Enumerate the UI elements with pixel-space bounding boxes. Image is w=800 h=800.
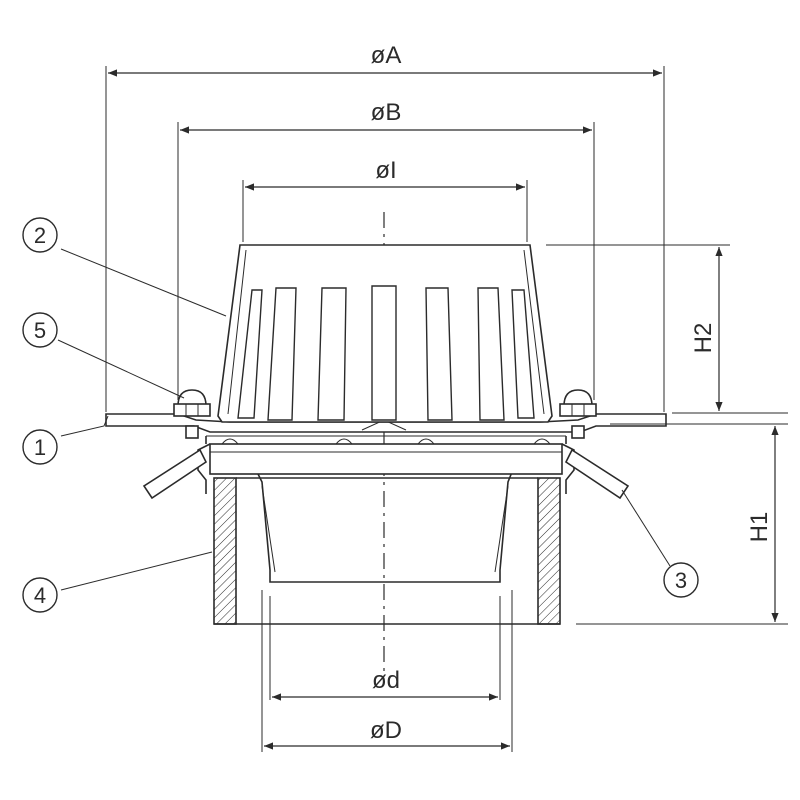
outlet-pipe-wall-right <box>537 477 561 625</box>
dim-label-H1: H1 <box>746 512 773 543</box>
gravel-guard-inner-edge <box>227 249 545 415</box>
clamp-ring <box>142 443 630 500</box>
part-number-5: 5 <box>34 318 46 343</box>
balloon-4: 4 <box>22 577 58 613</box>
flange-plate <box>105 413 667 433</box>
balloon-1: 1 <box>22 429 58 465</box>
clamp-tab-right <box>564 448 630 500</box>
dim-label-A: øA <box>371 42 402 69</box>
gravel-guard <box>217 244 553 423</box>
dim-label-H2: H2 <box>690 323 717 354</box>
flange <box>105 413 667 445</box>
dim-label-d: ød <box>372 667 400 694</box>
gravel-guard-slots <box>237 285 535 421</box>
clamp-tab-left <box>142 448 208 500</box>
leader-lines <box>57 248 671 591</box>
clamp-clip-right <box>561 443 575 494</box>
part-number-2: 2 <box>34 223 46 248</box>
balloon-2: 2 <box>22 217 58 253</box>
part-number-4: 4 <box>34 583 46 608</box>
balloon-5: 5 <box>22 312 58 348</box>
extension-lines <box>105 66 788 752</box>
bolt-right <box>559 389 597 439</box>
bolt-left <box>173 389 211 439</box>
outlet-pipe-wall-left <box>213 477 237 625</box>
outlet-pipe <box>213 471 561 625</box>
flange-seat <box>205 436 567 444</box>
part-number-1: 1 <box>34 435 46 460</box>
dim-label-D: øD <box>370 717 402 744</box>
dim-label-I: øI <box>375 157 396 184</box>
part-number-3: 3 <box>675 568 687 593</box>
balloon-3: 3 <box>663 562 699 598</box>
clamp-ring-body <box>209 443 563 475</box>
inner-funnel-inner <box>261 485 509 573</box>
clamp-clip-left <box>197 443 211 494</box>
dim-label-B: øB <box>371 99 402 126</box>
